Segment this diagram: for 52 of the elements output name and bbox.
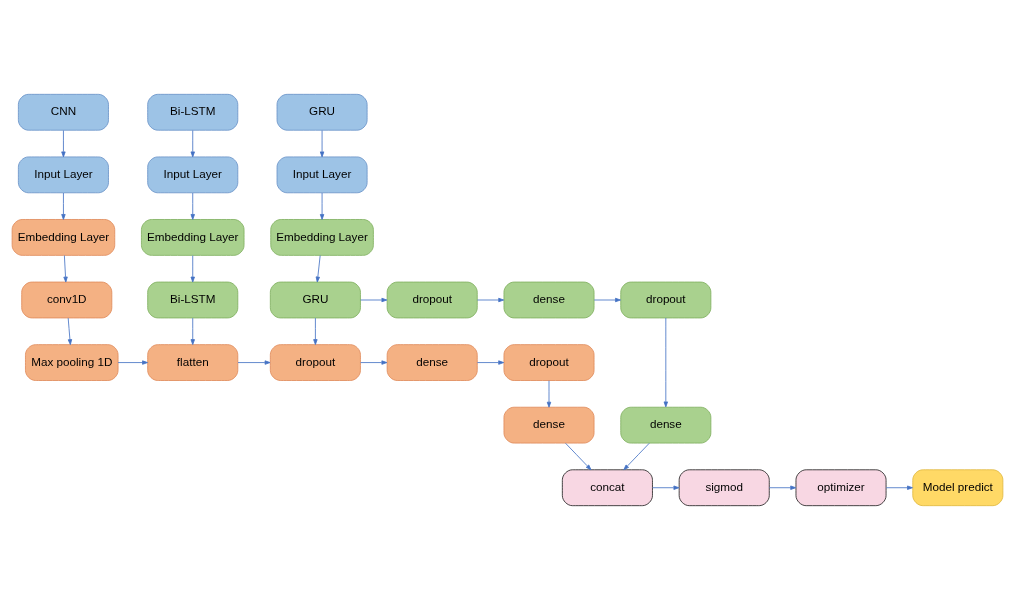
arrow xyxy=(623,442,650,471)
arrow xyxy=(565,442,592,471)
node-box: dense xyxy=(620,406,712,444)
node-box: Input Layer xyxy=(147,156,239,194)
node-box: Input Layer xyxy=(276,156,368,194)
arrow xyxy=(61,192,66,220)
node-box: Max pooling 1D xyxy=(25,344,119,381)
node-box: dropout xyxy=(386,281,478,319)
arrow xyxy=(190,255,195,283)
node-box: flatten xyxy=(147,344,239,381)
arrow xyxy=(61,130,66,158)
arrow xyxy=(190,192,195,220)
arrow xyxy=(768,485,797,490)
node-box: Model predict xyxy=(912,469,1004,507)
arrow xyxy=(476,297,505,303)
arrow xyxy=(546,380,552,408)
node-box: concat xyxy=(561,469,653,507)
node-box: Embedding Layer xyxy=(11,219,116,256)
arrow xyxy=(237,360,271,365)
arrow xyxy=(63,255,68,283)
arrow xyxy=(319,130,325,158)
node-box: conv1D xyxy=(21,281,113,319)
arrow xyxy=(313,317,318,346)
arrow xyxy=(476,360,505,365)
node-box: Embedding Layer xyxy=(270,219,374,256)
node-box: optimizer xyxy=(795,469,887,507)
arrow xyxy=(360,360,388,365)
node-box: dense xyxy=(503,406,595,444)
node-box: Bi-LSTM xyxy=(147,281,239,319)
node-box: Bi-LSTM xyxy=(147,93,239,131)
node-box: GRU xyxy=(269,281,361,319)
node-box: Embedding Layer xyxy=(141,219,245,256)
node-box: dense xyxy=(503,281,595,319)
node-box: dropout xyxy=(269,344,361,381)
node-box: CNN xyxy=(17,93,109,131)
node-box: GRU xyxy=(276,93,368,131)
arrow xyxy=(360,297,388,303)
arrow xyxy=(117,360,148,365)
arrow xyxy=(67,317,73,346)
arrow xyxy=(593,297,621,303)
arrow xyxy=(190,317,195,346)
node-box: Input Layer xyxy=(17,156,109,194)
arrow xyxy=(652,485,680,490)
node-box: dense xyxy=(386,344,478,381)
arrow xyxy=(319,192,325,220)
node-box: dropout xyxy=(503,344,595,381)
arrow xyxy=(190,130,195,158)
arrow xyxy=(885,485,913,490)
node-box: dropout xyxy=(620,281,712,319)
arrow xyxy=(315,255,321,283)
node-box: sigmod xyxy=(678,469,770,507)
arrow xyxy=(663,317,668,408)
